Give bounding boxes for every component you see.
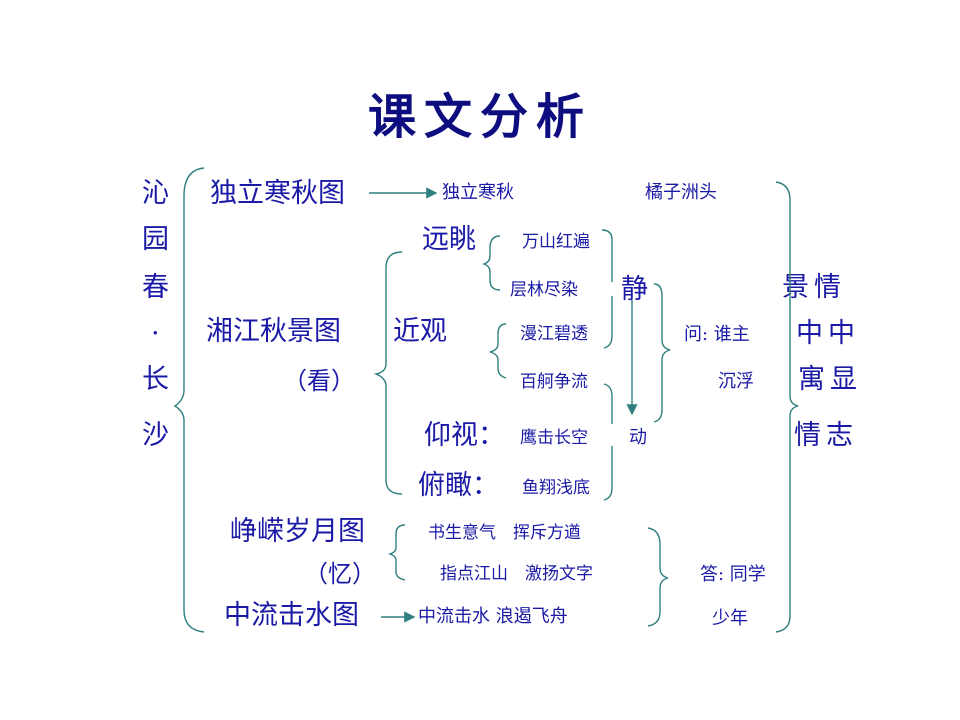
move-brace-lower	[603, 446, 613, 501]
question-label-2: 沉浮	[718, 371, 754, 392]
near-view-label: 近观	[393, 316, 447, 347]
answer-label: 答: 同学	[700, 564, 766, 585]
scene-3-line-b: 指点江山 激扬文字	[440, 564, 593, 584]
scene-4-title: 中流击水图	[224, 600, 359, 631]
conclusion-char: 情	[814, 272, 841, 303]
scene-1-detail-a: 独立寒秋	[442, 182, 514, 203]
right-brace	[775, 181, 799, 633]
poem-title-char: 春	[142, 272, 169, 303]
down-line-a: 鱼翔浅底	[522, 478, 590, 498]
up-view-label: 仰视：	[424, 420, 505, 451]
far-line-a: 万山红遍	[522, 232, 590, 252]
conclusion-char: 情	[794, 420, 821, 451]
scene-3-note: （忆）	[304, 560, 376, 588]
conclusion-char: 寓	[798, 364, 825, 395]
far-brace	[481, 235, 501, 291]
conclusion-char: 志	[826, 420, 853, 451]
scene-2-title: 湘江秋景图	[206, 316, 341, 347]
poem-title-char: 长	[142, 364, 169, 395]
move-brace	[603, 383, 613, 424]
poem-title-char: 沙	[142, 420, 169, 451]
far-line-b: 层林尽染	[510, 280, 578, 300]
near-brace	[489, 323, 507, 379]
conclusion-char: 中	[796, 318, 823, 349]
still-label: 静	[621, 274, 648, 305]
scene-1-detail-b: 橘子洲头	[645, 182, 717, 203]
scene-2-note: （看）	[283, 367, 355, 395]
scene-4-line: 中流击水 浪遏飞舟	[418, 606, 568, 627]
conclusion-char: 显	[830, 364, 857, 395]
conclusion-char: 中	[828, 318, 855, 349]
poem-title-char: 园	[142, 224, 169, 255]
still-brace-lower	[603, 296, 613, 349]
scene-3-title: 峥嵘岁月图	[230, 516, 365, 547]
near-line-a: 漫江碧透	[520, 324, 588, 344]
near-line-b: 百舸争流	[520, 372, 588, 392]
move-label: 动	[629, 427, 647, 448]
question-label: 问: 谁主	[684, 324, 750, 345]
answer-label-2: 少年	[712, 608, 748, 629]
scene-1-title: 独立寒秋图	[210, 178, 345, 209]
view-brace	[373, 251, 403, 495]
poem-title-char: ·	[151, 318, 160, 349]
page-title: 课文分析	[368, 89, 593, 145]
up-line-a: 鹰击长空	[520, 428, 588, 448]
answer-brace	[647, 527, 669, 627]
main-left-brace	[173, 167, 205, 633]
poem-title-char: 沁	[142, 178, 169, 209]
far-view-label: 远眺	[422, 224, 476, 255]
down-view-label: 俯瞰：	[418, 470, 499, 501]
still-brace	[601, 229, 613, 282]
question-brace	[653, 283, 671, 423]
scene-3-brace	[387, 524, 406, 581]
conclusion-char: 景	[782, 272, 809, 303]
scene-3-line-a: 书生意气 挥斥方遒	[428, 523, 581, 543]
